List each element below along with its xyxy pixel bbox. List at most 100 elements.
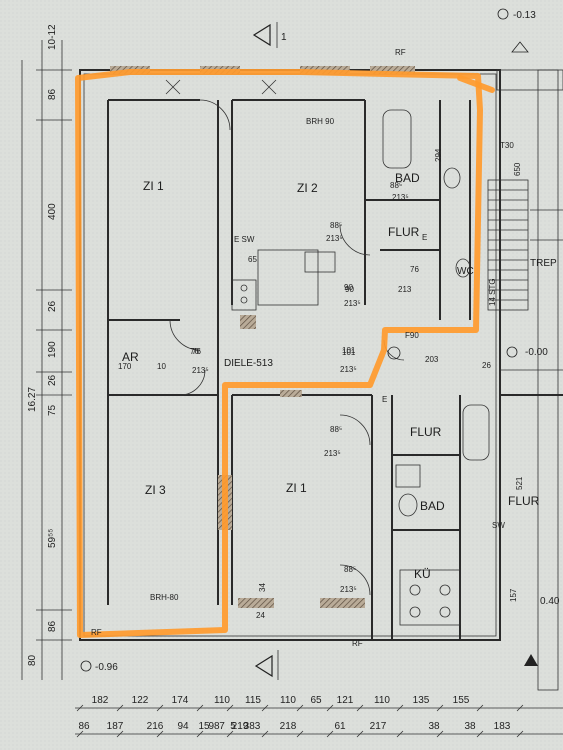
bottom-dim-row2-item: 5: [230, 721, 236, 732]
note-24: 24: [256, 611, 265, 620]
note-170: 170: [118, 362, 132, 371]
room-ar: AR: [122, 350, 139, 364]
note-521: 521: [515, 476, 524, 490]
note-sw: SW: [492, 521, 505, 530]
door-dim-8b: 213⁵: [340, 365, 357, 374]
note-10: 10: [157, 362, 166, 371]
bottom-dim-row2-item: 219: [232, 721, 249, 732]
left-dim-5: 190: [47, 341, 58, 358]
section-arrow-icon: [252, 23, 271, 47]
bottom-dim-row2-item: 38: [428, 721, 440, 732]
bottom-dim-row1-item: 155: [453, 695, 470, 706]
door-dim-7: 88⁵: [390, 181, 402, 190]
note-stg14: 14 STG: [488, 278, 497, 306]
dimension-tick: [476, 704, 484, 712]
dimension-tick: [116, 730, 124, 738]
door-dim-4b: 213: [398, 285, 412, 294]
door-dim-2b: 213⁵: [324, 449, 341, 458]
staircase: [487, 179, 563, 311]
room-diele: DIELE-513: [224, 358, 273, 369]
room-zi1-left: ZI 1: [143, 179, 164, 193]
bathtub-bottom-icon: [462, 404, 490, 461]
dimension-tick: [296, 730, 304, 738]
left-dim-6: 26: [47, 374, 58, 386]
bottom-dim-row1-item: 110: [374, 695, 390, 706]
room-labels: ZI 1 ZI 2 ZI 3 ZI 1 BAD BAD FLUR FLUR FL…: [122, 171, 557, 581]
level-top: -0.13: [513, 10, 536, 21]
room-bad-top: BAD: [395, 171, 420, 185]
bottom-dim-row1-item: 122: [132, 695, 149, 706]
room-bad-bottom: BAD: [420, 499, 445, 513]
door-dim-2: 88⁵: [330, 425, 342, 434]
level-right: 0.40: [540, 596, 560, 607]
left-dim-10: 80: [27, 654, 38, 666]
door-dimensions: 88⁵ 213⁵ 88⁵ 213⁵ 88⁵ 213⁵ 76 213 90 213…: [192, 181, 419, 594]
bottom-dim-row2-item: 183: [494, 721, 511, 732]
dimension-tick: [116, 704, 124, 712]
door-dim-7b: 213⁵: [392, 193, 409, 202]
dimension-tick: [196, 730, 204, 738]
bottom-dim-row2-item: 94: [177, 721, 189, 732]
door-dim-1b: 213⁵: [326, 234, 343, 243]
dimension-tick: [516, 704, 524, 712]
level-triangle-icon: [511, 41, 529, 53]
note-t30: T30: [500, 141, 514, 150]
left-dim-4: 26: [47, 300, 58, 312]
section-number: 1: [281, 32, 287, 43]
note-e2: E: [382, 395, 387, 404]
bottom-dim-row2-item: 38: [464, 721, 476, 732]
left-dim-total: 16.27: [27, 387, 38, 412]
room-trep: TREP: [530, 258, 557, 269]
section-arrow-bottom-icon: [254, 654, 273, 678]
bottom-dim-row2-item: 98: [208, 721, 220, 732]
left-dim-1: 10-12: [47, 24, 58, 50]
rf-top: RF: [395, 48, 406, 57]
door-dim-5b: 213⁵: [344, 299, 361, 308]
dimension-tick: [326, 730, 334, 738]
room-zi3: ZI 3: [145, 483, 166, 497]
bottom-dim-row1-item: 110: [214, 695, 230, 706]
dimension-tick: [76, 730, 84, 738]
note-76: 76: [190, 347, 199, 356]
level-bottom-marker-icon: [80, 660, 92, 672]
bottom-dim-row2-item: 61: [334, 721, 346, 732]
dimension-tick: [196, 704, 204, 712]
note-157: 157: [509, 588, 518, 602]
dimension-tick: [516, 730, 524, 738]
note-203: 203: [425, 355, 439, 364]
left-dimension-chain: 10-12 86 400 26 190 26 75 59⁵⁵ 86 80 16.…: [21, 24, 72, 680]
dimension-tick: [226, 704, 234, 712]
level-marker-icon: [497, 8, 509, 20]
bottom-dim-row1-item: 135: [413, 695, 430, 706]
bottom-dim-row2-item: 216: [147, 721, 164, 732]
door-dim-8: 101: [342, 348, 356, 357]
note-brh90: BRH 90: [306, 117, 335, 126]
dimension-tick: [356, 704, 364, 712]
room-flur-right: FLUR: [508, 494, 540, 508]
bottom-dim-row2-item: 15: [198, 721, 210, 732]
note-101: 101: [342, 346, 356, 355]
left-dim-9: 86: [47, 620, 58, 632]
dimension-tick: [296, 704, 304, 712]
bottom-dim-row1-item: 115: [245, 695, 261, 706]
annotations: BRH 90 BRH-80 E SW RF RF -0.00 -0.96 0.4…: [80, 117, 560, 673]
door-dim-5: 90: [344, 283, 353, 292]
bottom-dim-row2-item: 217: [370, 721, 387, 732]
top-markers: 1 -0.13 RF: [252, 8, 536, 57]
room-flur-top: FLUR: [388, 225, 420, 239]
room-zi2: ZI 2: [297, 181, 318, 195]
dimension-tick: [436, 730, 444, 738]
dimension-tick: [156, 704, 164, 712]
room-wc: WC: [457, 266, 474, 277]
door-dim-6b: 213⁵: [192, 366, 209, 375]
bottom-markers: [254, 650, 538, 680]
boundary-top-right-segment: [457, 75, 495, 93]
door-dim-3: 88⁵: [344, 565, 356, 574]
left-dim-2: 86: [47, 88, 58, 100]
bottom-dim-row1-item: 182: [92, 695, 109, 706]
apartment-boundary-highlight: [75, 69, 483, 638]
note-650: 650: [513, 162, 522, 176]
note-esw: E SW: [234, 235, 255, 244]
